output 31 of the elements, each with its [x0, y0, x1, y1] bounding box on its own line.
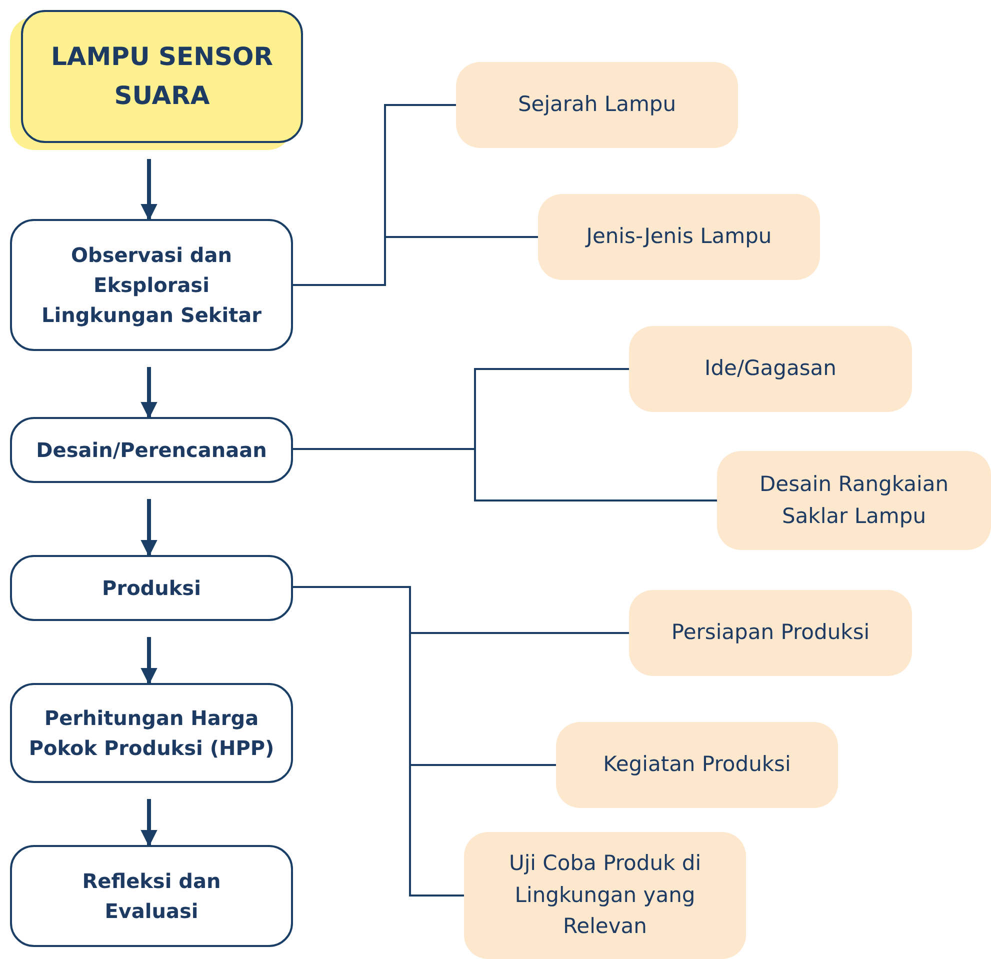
node-label: Kegiatan Produksi	[603, 751, 791, 778]
node-label: Perhitungan Harga Pokok Produksi (HPP)	[28, 705, 276, 762]
arrow	[140, 367, 158, 419]
node-label: Refleksi dan Evaluasi	[81, 868, 222, 925]
topic-box	[717, 451, 991, 550]
arrow	[140, 159, 158, 221]
topic-box	[629, 590, 912, 676]
node-label: Sejarah Lampu	[518, 91, 676, 118]
process-box	[10, 555, 293, 621]
node-label: Produksi	[102, 575, 201, 602]
process-box	[10, 683, 293, 783]
topic-box	[464, 832, 746, 959]
topic-box	[538, 194, 820, 280]
topic-box	[456, 62, 738, 148]
process-box	[10, 845, 293, 947]
node-label: Jenis-Jenis Lampu	[586, 223, 772, 250]
topic-box	[629, 326, 912, 412]
arrow	[140, 637, 158, 685]
topic-box	[556, 722, 838, 808]
node-label: Observasi dan Eksplorasi Lingkungan Sekitar	[40, 242, 262, 329]
node-label: Desain Rangkaian Saklar Lampu	[758, 471, 950, 530]
process-box	[10, 219, 293, 351]
node-label: Persiapan Produksi	[671, 619, 870, 646]
node-label: Ide/Gagasan	[704, 355, 836, 382]
process-box	[10, 417, 293, 483]
node-label: Uji Coba Produk di Lingkungan yang Relevan	[508, 850, 702, 940]
connector-line	[293, 236, 538, 286]
node-label: LAMPU SENSOR SUARA	[50, 40, 274, 112]
arrow	[140, 499, 158, 557]
node-label: Desain/Perencanaan	[36, 437, 267, 464]
arrow	[140, 799, 158, 847]
